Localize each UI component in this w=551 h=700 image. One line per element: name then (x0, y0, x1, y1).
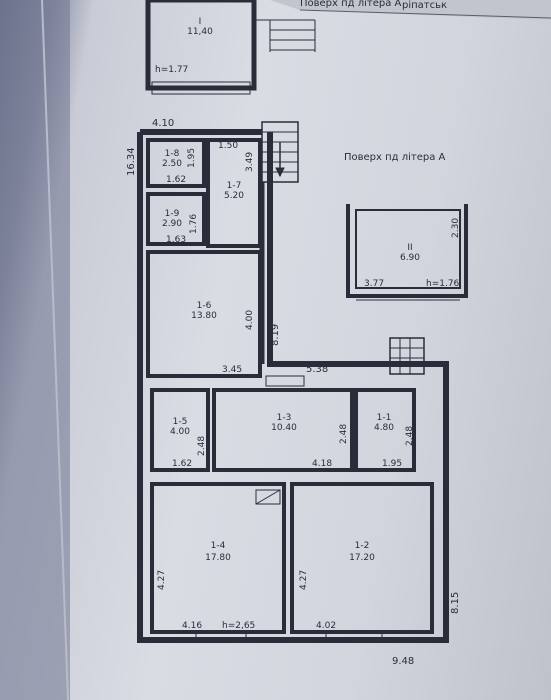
upper-room-number: I (199, 17, 202, 27)
svg-text:1.95: 1.95 (382, 459, 402, 469)
header-fragment: ріпатськ (402, 0, 447, 11)
svg-text:5.20: 5.20 (224, 191, 244, 201)
svg-text:1-2: 1-2 (355, 541, 370, 551)
svg-text:1-9: 1-9 (165, 209, 180, 219)
svg-text:4.16: 4.16 (182, 621, 202, 631)
dim-mid-width: 5.38 (306, 364, 328, 375)
cellar-height: h=1.76 (426, 279, 460, 289)
svg-text:13.80: 13.80 (191, 311, 217, 321)
svg-text:1.62: 1.62 (172, 459, 192, 469)
svg-text:1-8: 1-8 (165, 149, 180, 159)
upper-room-area: 11,40 (187, 27, 213, 37)
ceiling-height: h=2,65 (222, 621, 255, 631)
svg-text:2.50: 2.50 (162, 159, 182, 169)
upper-room-height: h=1.77 (155, 65, 188, 75)
svg-text:1.62: 1.62 (166, 175, 186, 185)
svg-text:1-5: 1-5 (173, 417, 188, 427)
svg-text:17.80: 17.80 (205, 553, 231, 563)
room-1-4: 1-4 17.80 4.16 4.27 (157, 541, 231, 631)
svg-text:1-6: 1-6 (197, 301, 212, 311)
svg-text:4.27: 4.27 (299, 570, 309, 590)
cellar-ii (346, 204, 468, 301)
svg-text:1.76: 1.76 (189, 214, 199, 234)
cellar-width: 3.77 (364, 279, 384, 289)
svg-text:2.48: 2.48 (405, 426, 415, 446)
svg-text:1-1: 1-1 (377, 413, 392, 423)
svg-text:1-3: 1-3 (277, 413, 292, 423)
floor-label-top: Поверх пд літера А (300, 0, 402, 9)
room-1-8: 1-8 2.50 1.62 1.95 (162, 148, 197, 185)
svg-text:1.95: 1.95 (187, 148, 197, 168)
svg-text:1.63: 1.63 (166, 235, 186, 245)
svg-text:4.18: 4.18 (312, 459, 332, 469)
svg-text:4.00: 4.00 (245, 310, 255, 330)
svg-text:10.40: 10.40 (271, 423, 297, 433)
room-1-2: 1-2 17.20 4.02 4.27 (299, 541, 375, 631)
svg-text:2.48: 2.48 (339, 424, 349, 444)
room-1-6: 1-6 13.80 3.45 4.00 (191, 301, 255, 375)
svg-text:4.80: 4.80 (374, 423, 394, 433)
room-1-7: 1-7 5.20 1.50 3.49 (218, 141, 255, 201)
svg-text:1-4: 1-4 (211, 541, 226, 551)
room-1-5: 1-5 4.00 1.62 2.48 (170, 417, 207, 469)
dim-bottom: 9.48 (392, 656, 414, 667)
svg-text:3.49: 3.49 (245, 152, 255, 172)
cellar-area: 6.90 (400, 253, 420, 263)
upper-room-i (145, 0, 316, 95)
dim-left: 16.34 (126, 147, 137, 176)
svg-text:4.00: 4.00 (170, 427, 190, 437)
svg-text:2.48: 2.48 (197, 436, 207, 456)
svg-text:17.20: 17.20 (349, 553, 375, 563)
svg-text:3.45: 3.45 (222, 365, 242, 375)
room-1-9: 1-9 2.90 1.63 1.76 (162, 209, 199, 245)
main-plan (137, 121, 449, 643)
floor-label-mid: Поверх пд літера А (344, 151, 446, 163)
room-1-1: 1-1 4.80 1.95 2.48 (374, 413, 415, 469)
svg-text:1.50: 1.50 (218, 141, 238, 151)
room-1-3: 1-3 10.40 4.18 2.48 (271, 413, 349, 469)
dim-corridor: 8.19 (270, 324, 281, 346)
svg-text:4.02: 4.02 (316, 621, 336, 631)
cellar-number: II (407, 243, 412, 253)
svg-text:4.27: 4.27 (157, 570, 167, 590)
svg-text:2.90: 2.90 (162, 219, 182, 229)
dim-right: 8.15 (450, 592, 461, 614)
cellar-depth: 2.30 (451, 218, 461, 238)
dim-top: 4.10 (152, 118, 174, 129)
svg-text:1-7: 1-7 (227, 181, 242, 191)
